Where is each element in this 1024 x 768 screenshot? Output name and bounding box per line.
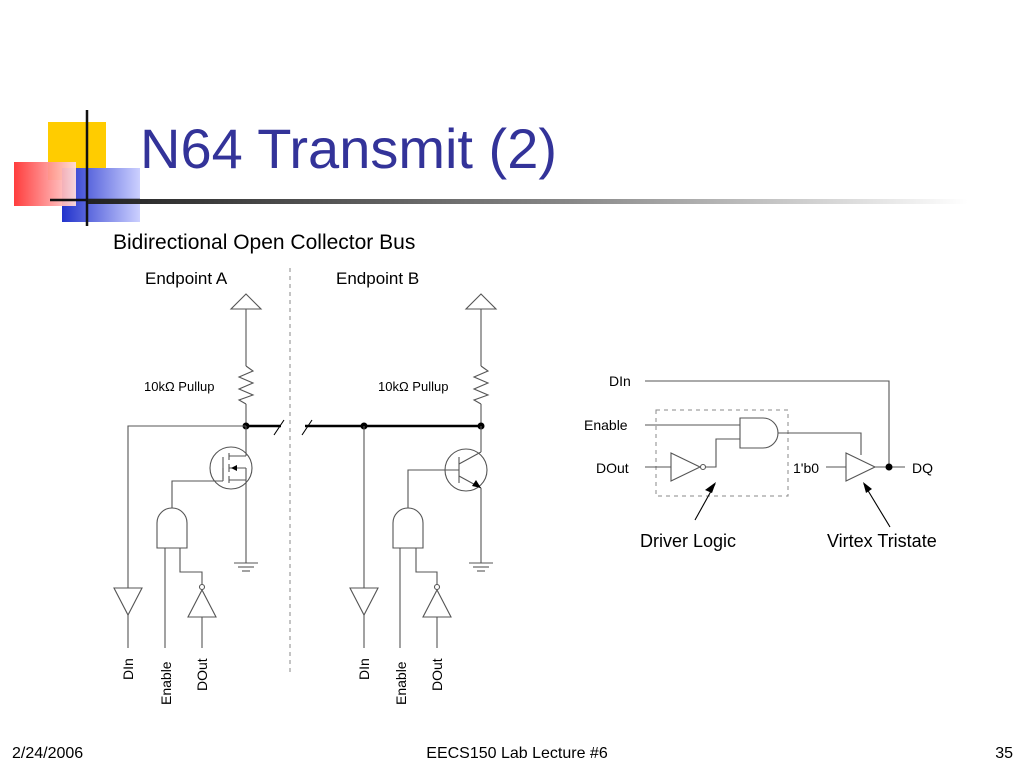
pullup-b-label: 10kΩ Pullup [378,379,448,394]
vdd-a-icon [229,293,263,310]
pin-b-enable: Enable [393,661,409,705]
slide-logo [14,110,140,226]
tristate-dq-label: DQ [912,460,933,476]
virtex-tristate-caption: Virtex Tristate [827,531,937,551]
footer-page: 35 [995,745,1013,762]
and-gate-a-icon [156,507,188,549]
footer-center: EECS150 Lab Lecture #6 [426,745,608,762]
endpoint-a: Endpoint A 10kΩ Pullup [113,269,281,705]
inverter-a-icon [187,588,217,618]
tristate-diagram: DIn Enable DOut 1'b0 DQ Driver Logic Vir… [584,373,937,551]
pullup-a-label: 10kΩ Pullup [144,379,214,394]
pin-b-din: DIn [356,658,372,680]
tristate-din-label: DIn [609,373,631,389]
pin-a-dout: DOut [194,658,210,691]
ground-b-icon [469,562,493,572]
slide-title: N64 Transmit (2) [140,117,557,180]
tristate-buffer-icon [845,452,877,482]
diagram-subtitle: Bidirectional Open Collector Bus [113,231,415,254]
din-buffer-b-icon [349,587,379,617]
endpoint-b-label: Endpoint B [336,269,419,288]
endpoint-b: Endpoint B 10kΩ Pullup [305,269,498,705]
resistor-a-icon [237,365,255,405]
and-gate-b-icon [392,507,424,549]
inverter-b-icon [422,588,452,618]
tristate-enable-label: Enable [584,417,628,433]
tristate-and-gate-icon [739,417,779,449]
vdd-b-icon [464,293,498,310]
tristate-const-label: 1'b0 [793,460,819,476]
tristate-dout-label: DOut [596,460,629,476]
tristate-inverter-icon [670,452,702,482]
footer-date: 2/24/2006 [12,745,83,762]
pin-b-dout: DOut [429,658,445,691]
pin-a-enable: Enable [158,661,174,705]
din-buffer-a-icon [113,587,143,617]
title-rule [88,199,968,204]
pin-a-din: DIn [120,658,136,680]
driver-logic-caption: Driver Logic [640,531,736,551]
ground-a-icon [234,562,258,572]
resistor-b-icon [472,365,490,405]
mosfet-a-icon [209,446,253,490]
driver-logic-box [655,409,789,497]
endpoint-a-label: Endpoint A [145,269,228,288]
